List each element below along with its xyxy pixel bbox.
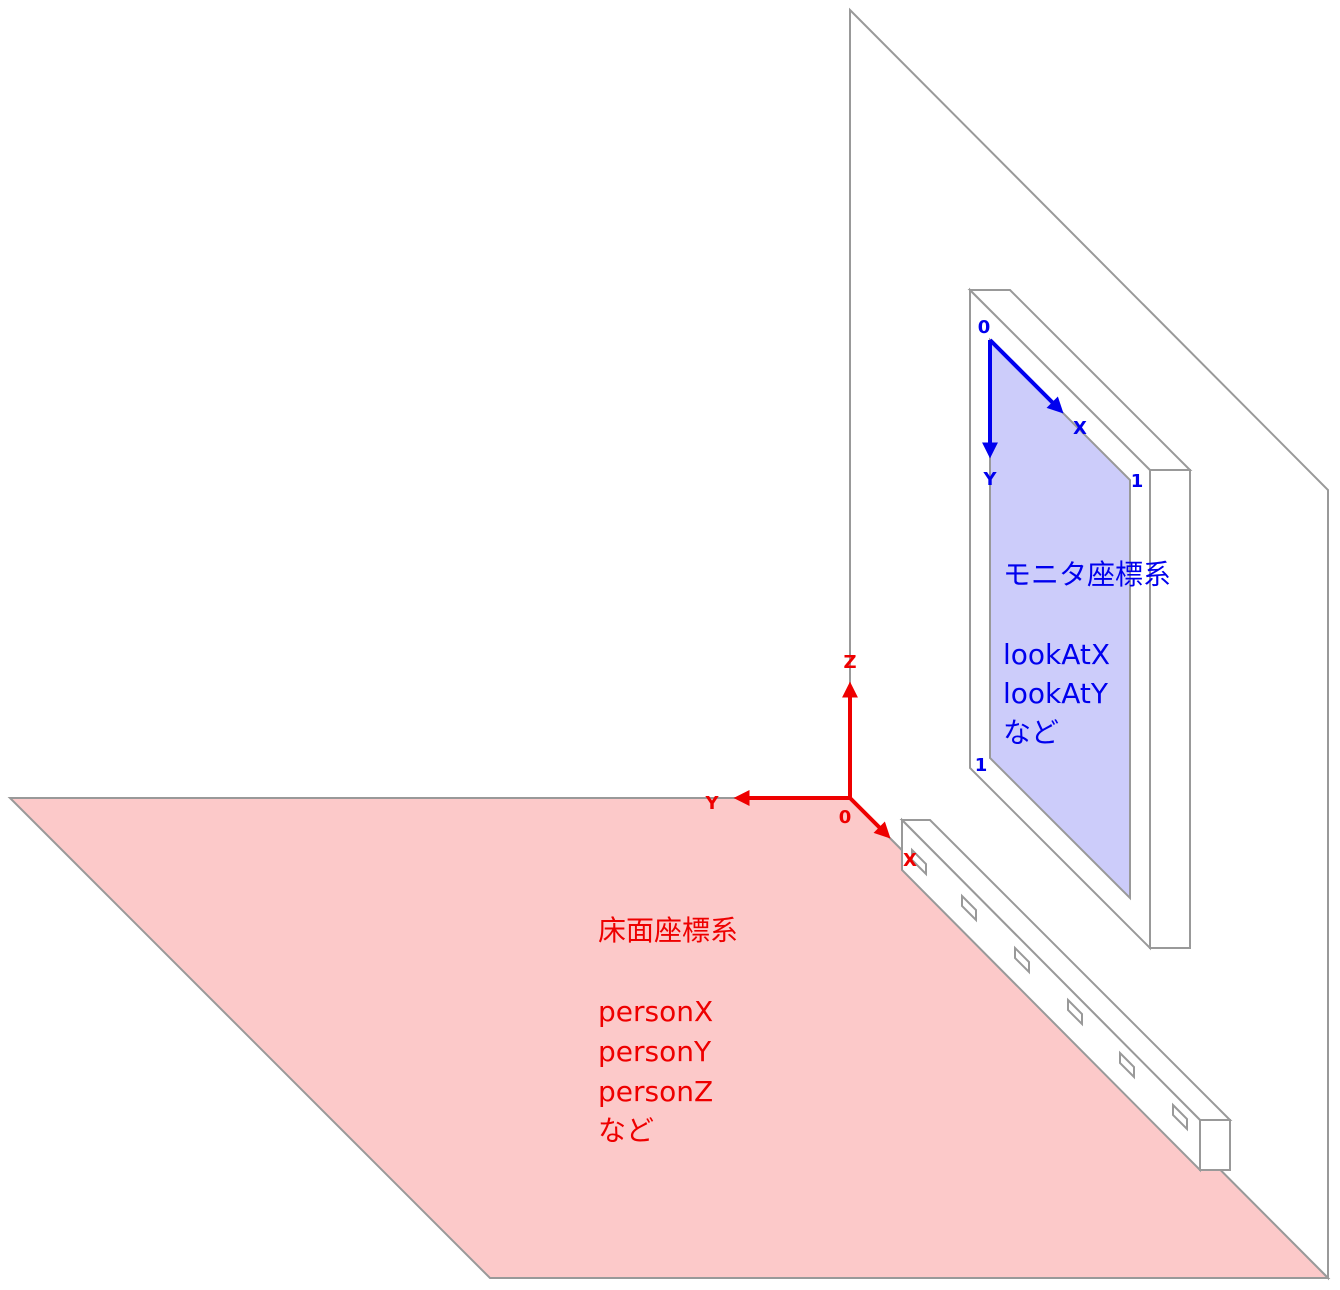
floor-axes: Z Y 0 X	[704, 652, 917, 871]
sensor-led	[1067, 997, 1083, 1027]
sensor-led	[1014, 945, 1030, 975]
monitor-axes: 0 X Y 1 1	[975, 317, 1144, 776]
floor-z-label: Z	[843, 652, 856, 673]
monitor-origin-label: 0	[978, 317, 991, 338]
sensor-bar-icon	[899, 817, 1233, 1173]
monitor-y-end-label: 1	[975, 755, 988, 776]
floor-variable: personY	[598, 1035, 712, 1068]
monitor-y-label: Y	[982, 469, 997, 490]
sensor-bar-end	[1199, 1119, 1231, 1171]
monitor-side-face	[1149, 469, 1191, 949]
monitor-variable: lookAtX	[1003, 638, 1110, 671]
monitor-x-end-label: 1	[1131, 471, 1144, 492]
floor-variable: personZ	[598, 1075, 713, 1108]
floor-description: 床面座標系 personX personY personZ など	[598, 914, 738, 1147]
sensor-led	[1119, 1050, 1135, 1080]
monitor-screen	[989, 337, 1131, 901]
monitor-x-label: X	[1073, 418, 1087, 439]
sensor-led	[961, 893, 977, 923]
floor-x-axis	[848, 796, 891, 839]
sensor-led	[911, 847, 927, 877]
floor-variable: など	[598, 1114, 654, 1147]
floor-y-label: Y	[704, 793, 719, 814]
monitor-variable: など	[1003, 716, 1059, 749]
monitor-description: モニタ座標系 lookAtX lookAtY など	[1003, 558, 1171, 749]
floor-plane	[7, 797, 1331, 1279]
floor-variable: personX	[598, 995, 713, 1028]
monitor-title: モニタ座標系	[1003, 558, 1171, 591]
monitor-variable: lookAtY	[1003, 677, 1109, 710]
monitor-x-axis	[988, 338, 1064, 414]
monitor	[967, 287, 1193, 951]
sensor-led	[1172, 1102, 1188, 1132]
floor-x-label: X	[903, 850, 917, 871]
floor-title: 床面座標系	[598, 914, 738, 947]
floor-origin-label: 0	[839, 807, 852, 828]
